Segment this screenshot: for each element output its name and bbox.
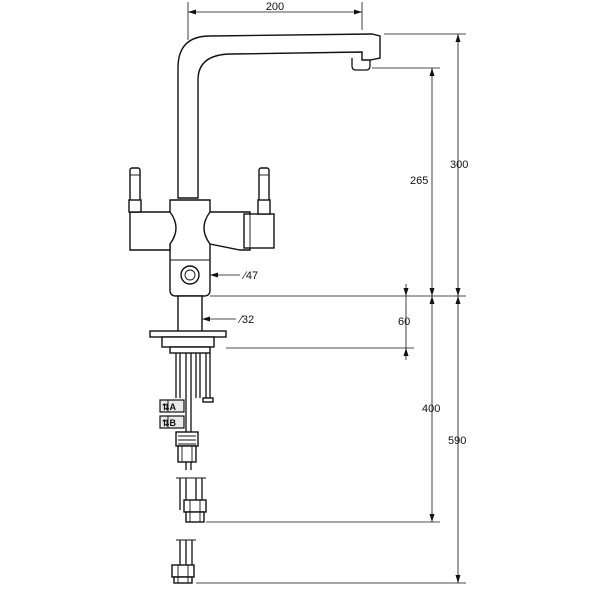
dim-arrow (403, 348, 409, 356)
dim-arrow (202, 316, 210, 322)
mounting-plate (149, 330, 227, 338)
hose-tag-b: ⇅B (162, 418, 177, 428)
hose-fitting-bottom-nut (173, 576, 193, 584)
mounting-nut (169, 346, 211, 354)
hose-fitting-lower-nut (185, 511, 205, 523)
spout (177, 33, 381, 199)
dim-arrow (455, 575, 461, 583)
hose-fitting-lower-lines (189, 500, 201, 522)
hose-fitting-upper-nut (177, 445, 197, 463)
hose-clip (202, 397, 214, 403)
dim-arrow (429, 296, 435, 304)
dim-hose-length: 400 (422, 403, 440, 415)
dim-total-length: 590 (448, 435, 466, 447)
dim-shank-length: 60 (398, 316, 410, 328)
dim-arrow (188, 9, 196, 15)
diverter-knob-inner (184, 269, 196, 281)
dim-overall-height: 300 (450, 159, 468, 171)
right-lever-base (257, 199, 271, 215)
dim-arrow (403, 288, 409, 296)
mixer-body (169, 199, 211, 297)
dim-height-to-outlet: 265 (410, 175, 428, 187)
dim-arrow (429, 68, 435, 76)
dim-spout-reach: 200 (266, 1, 284, 13)
dim-arrow (429, 514, 435, 522)
hose-tag-a: ⇅A (162, 402, 177, 412)
dim-arrow (354, 9, 362, 15)
dim-shank-diameter: ∕32 (237, 314, 254, 326)
left-lever-base (128, 199, 142, 213)
dim-arrow (455, 296, 461, 304)
dim-arrow (455, 34, 461, 42)
shank (177, 295, 203, 333)
hose-fitting-upper-thread (178, 435, 196, 445)
hose-fitting-lower (183, 499, 207, 513)
dim-arrow (210, 272, 218, 278)
right-valve-housing (203, 211, 251, 251)
dim-arrow (429, 288, 435, 296)
right-valve-cap (243, 213, 275, 249)
hose-fitting-bottom-lines (177, 565, 189, 583)
hoses: ⇅A ⇅B (159, 353, 214, 584)
hose-tag-b-box (159, 415, 185, 429)
left-valve-housing (129, 211, 177, 251)
mounting-washer (161, 336, 215, 348)
hose-fitting-upper-nut-lines (181, 446, 193, 462)
spout-outlet (351, 58, 371, 71)
dimensions: 200 300 265 ∕47 ∕32 60 400 (187, 1, 468, 584)
spout-arm-inner-line (231, 51, 363, 55)
tap-outline (128, 33, 381, 354)
diverter-knob (180, 265, 200, 285)
hose-tag-a-box (159, 399, 185, 413)
dim-arrow (455, 288, 461, 296)
hose-fitting-bottom (171, 564, 195, 578)
dim-body-diameter: ∕47 (241, 270, 258, 282)
